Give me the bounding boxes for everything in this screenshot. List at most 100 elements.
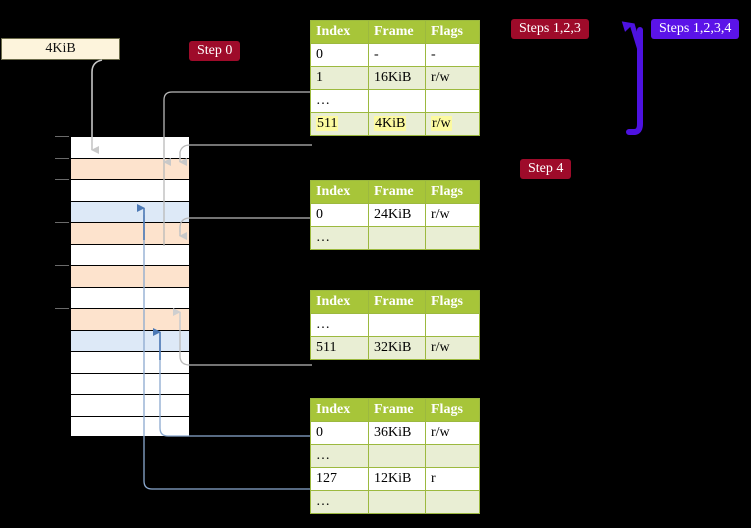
highlighted-value: r/w [431, 116, 452, 131]
memory-frame-white [70, 179, 190, 201]
column-header-index: Index [310, 290, 369, 314]
table-cell: r/w [425, 336, 480, 360]
table-cell: … [310, 89, 369, 113]
table-cell: … [310, 226, 369, 250]
physical-memory-column [55, 136, 190, 437]
badge-step-0: Step 0 [189, 41, 241, 61]
memory-frame-white [70, 351, 190, 373]
table-cell: … [310, 444, 369, 468]
table-cell: … [310, 490, 369, 514]
table-cell: - [425, 43, 480, 67]
table-row: … [310, 490, 480, 514]
table-row: … [310, 313, 480, 337]
table-cell [368, 313, 426, 337]
memory-tick-mark [55, 157, 69, 159]
table-cell: r [425, 467, 480, 491]
table-cell [425, 226, 480, 250]
column-header-index: Index [310, 180, 369, 204]
column-header-index: Index [310, 20, 369, 44]
table-cell [368, 89, 426, 113]
table-cell: r/w [425, 203, 480, 227]
memory-frame-orange [70, 157, 190, 179]
memory-tick-mark [55, 265, 69, 266]
table-cell: 36KiB [368, 421, 426, 445]
table-cell: 0 [310, 203, 369, 227]
table-cell: 1 [310, 66, 369, 90]
badge-steps-1234: Steps 1,2,3,4 [651, 19, 740, 39]
table-cell: 511 [310, 112, 369, 136]
table-cell: 4KiB [368, 112, 426, 136]
table-cell: r/w [425, 421, 480, 445]
source-frame-label: 4KiB [45, 41, 76, 56]
memory-frame-white [70, 415, 190, 437]
source-frame-box: 4KiB [1, 38, 120, 60]
memory-tick-mark [55, 179, 69, 180]
column-header-flags: Flags [425, 290, 480, 314]
arrow-steps-loop-head [621, 21, 643, 51]
memory-frame-white [70, 243, 190, 265]
connector-table3-row511 [179, 320, 312, 366]
table-row: … [310, 89, 480, 113]
connector-table1-row511 [179, 144, 312, 158]
column-header-frame: Frame [368, 398, 426, 422]
column-header-flags: Flags [425, 180, 480, 204]
badge-step-4: Step 4 [520, 159, 572, 179]
highlighted-value: 4KiB [374, 116, 407, 131]
table-row: … [310, 444, 480, 468]
table-cell [425, 313, 480, 337]
table-row: … [310, 226, 480, 250]
memory-tick-mark [55, 136, 69, 137]
memory-tick-mark [55, 308, 69, 309]
table-row: 0-- [310, 43, 480, 67]
arrow-steps-loop [626, 27, 643, 135]
memory-frame-white [70, 394, 190, 416]
memory-frame-white [70, 372, 190, 394]
table-cell: r/w [425, 66, 480, 90]
table-cell: 12KiB [368, 467, 426, 491]
table-cell: 16KiB [368, 66, 426, 90]
memory-frame-blue [70, 200, 190, 222]
table-cell: 24KiB [368, 203, 426, 227]
table-cell: r/w [425, 112, 480, 136]
column-header-frame: Frame [368, 180, 426, 204]
memory-frame-orange [70, 308, 190, 330]
table-cell: - [368, 43, 426, 67]
table-cell: 127 [310, 467, 369, 491]
table-cell [368, 444, 426, 468]
column-header-frame: Frame [368, 290, 426, 314]
highlighted-value: 511 [316, 116, 339, 131]
table-cell [368, 226, 426, 250]
column-header-flags: Flags [425, 20, 480, 44]
column-header-index: Index [310, 398, 369, 422]
column-header-frame: Frame [368, 20, 426, 44]
memory-frame-orange [70, 222, 190, 244]
table-cell: … [310, 313, 369, 337]
table-row: 511 4KiB r/w [310, 112, 480, 136]
badge-steps-123: Steps 1,2,3 [511, 19, 589, 39]
memory-tick-mark [55, 222, 69, 223]
table-cell [425, 444, 480, 468]
table-cell: 0 [310, 421, 369, 445]
memory-frame-orange [70, 265, 190, 287]
table-cell: 511 [310, 336, 369, 360]
table-cell: 0 [310, 43, 369, 67]
column-header-flags: Flags [425, 398, 480, 422]
memory-frame-blue [70, 329, 190, 351]
table-cell [425, 490, 480, 514]
memory-frame-white [70, 136, 190, 158]
memory-frame-white [70, 286, 190, 308]
table-cell [425, 89, 480, 113]
